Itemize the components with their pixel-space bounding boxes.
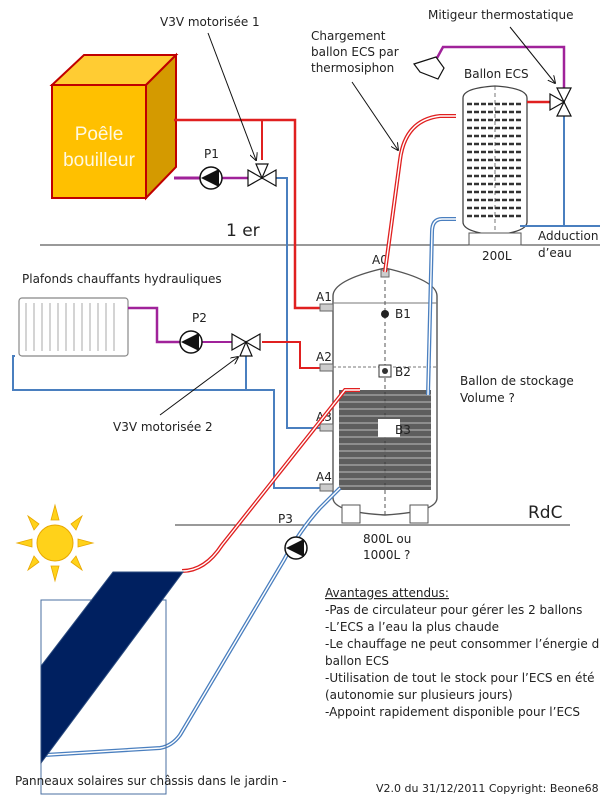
poele-label-2: bouilleur bbox=[63, 150, 135, 171]
label-p1: P1 bbox=[204, 147, 219, 161]
label-a4: A4 bbox=[316, 470, 332, 484]
storage-tank bbox=[319, 267, 438, 524]
pipe-cold-v3v1-a3 bbox=[276, 177, 320, 429]
label-adduction-1: Adduction bbox=[538, 229, 598, 243]
pipe-mixed-out bbox=[435, 45, 566, 90]
label-a2: A2 bbox=[316, 350, 332, 364]
label-b2: B2 bbox=[395, 365, 411, 379]
advantage-item: -Utilisation de tout le stock pour l’ECS… bbox=[325, 671, 595, 685]
pipe-hot-stove-a1 bbox=[174, 118, 320, 310]
arrow-v3v1 bbox=[207, 32, 256, 160]
mitigeur-valve bbox=[549, 87, 572, 117]
advantage-item: ballon ECS bbox=[325, 654, 389, 668]
poele-bouilleur bbox=[49, 52, 179, 201]
advantage-item: -Appoint rapidement disponible pour l’EC… bbox=[325, 705, 580, 719]
pump-p2 bbox=[179, 330, 203, 354]
label-panneaux: Panneaux solaires sur châssis dans le ja… bbox=[15, 774, 287, 788]
sun-icon bbox=[15, 503, 95, 583]
label-volume-1: 800L ou bbox=[363, 532, 411, 546]
advantage-item: -Le chauffage ne peut consommer l’énergi… bbox=[325, 637, 600, 651]
label-volume-2: 1000L ? bbox=[363, 548, 410, 562]
label-a1: A1 bbox=[316, 290, 332, 304]
label-floor-1er: 1 er bbox=[226, 221, 260, 241]
valve-v3v2 bbox=[231, 332, 261, 357]
arrow-chargement bbox=[351, 81, 398, 150]
pipe-hot-v3v2-a2 bbox=[262, 341, 320, 369]
b3-label-bg bbox=[378, 419, 400, 437]
label-ballon-ecs-volume: 200L bbox=[482, 249, 512, 263]
label-stockage-2: Volume ? bbox=[460, 391, 515, 405]
shower-head-icon bbox=[413, 56, 445, 80]
label-adduction-2: d’eau bbox=[538, 246, 572, 260]
label-chargement-3: thermosiphon bbox=[311, 61, 394, 75]
radiator-plafonds bbox=[18, 297, 129, 357]
advantage-item: -L’ECS a l’eau la plus chaude bbox=[325, 620, 499, 634]
poele-label-1: Poêle bbox=[75, 124, 124, 145]
advantage-item: (autonomie sur plusieurs jours) bbox=[325, 688, 513, 702]
valve-v3v1 bbox=[247, 163, 277, 188]
label-mitigeur: Mitigeur thermostatique bbox=[428, 8, 573, 22]
pump-p1 bbox=[199, 166, 223, 190]
label-floor-rdc: RdC bbox=[528, 503, 562, 523]
advantage-item: -Pas de circulateur pour gérer les 2 bal… bbox=[325, 603, 582, 617]
label-plafonds: Plafonds chauffants hydrauliques bbox=[22, 272, 222, 286]
label-chargement-2: ballon ECS par bbox=[311, 45, 399, 59]
advantages-title: Avantages attendus: bbox=[325, 586, 449, 600]
label-a0: A0 bbox=[372, 253, 388, 267]
ballon-ecs bbox=[462, 85, 528, 246]
pump-p3 bbox=[284, 536, 308, 560]
label-ballon-ecs: Ballon ECS bbox=[464, 67, 529, 81]
label-p3: P3 bbox=[278, 512, 293, 526]
arrow-mitigeur bbox=[509, 26, 555, 83]
label-v3v1: V3V motorisée 1 bbox=[160, 15, 260, 29]
label-p2: P2 bbox=[192, 311, 207, 325]
pipe-cold-plafond-a4 bbox=[12, 355, 320, 489]
pipe-plafond-p2 bbox=[128, 306, 180, 344]
solar-panel bbox=[40, 571, 184, 795]
label-b3: B3 bbox=[395, 423, 411, 437]
label-chargement-1: Chargement bbox=[311, 29, 386, 43]
footer-copyright: V2.0 du 31/12/2011 Copyright: Beone68 20… bbox=[376, 782, 600, 795]
label-b1: B1 bbox=[395, 307, 411, 321]
label-stockage-1: Ballon de stockage bbox=[460, 374, 574, 388]
arrow-v3v2 bbox=[159, 357, 238, 416]
label-v3v2: V3V motorisée 2 bbox=[113, 420, 213, 434]
